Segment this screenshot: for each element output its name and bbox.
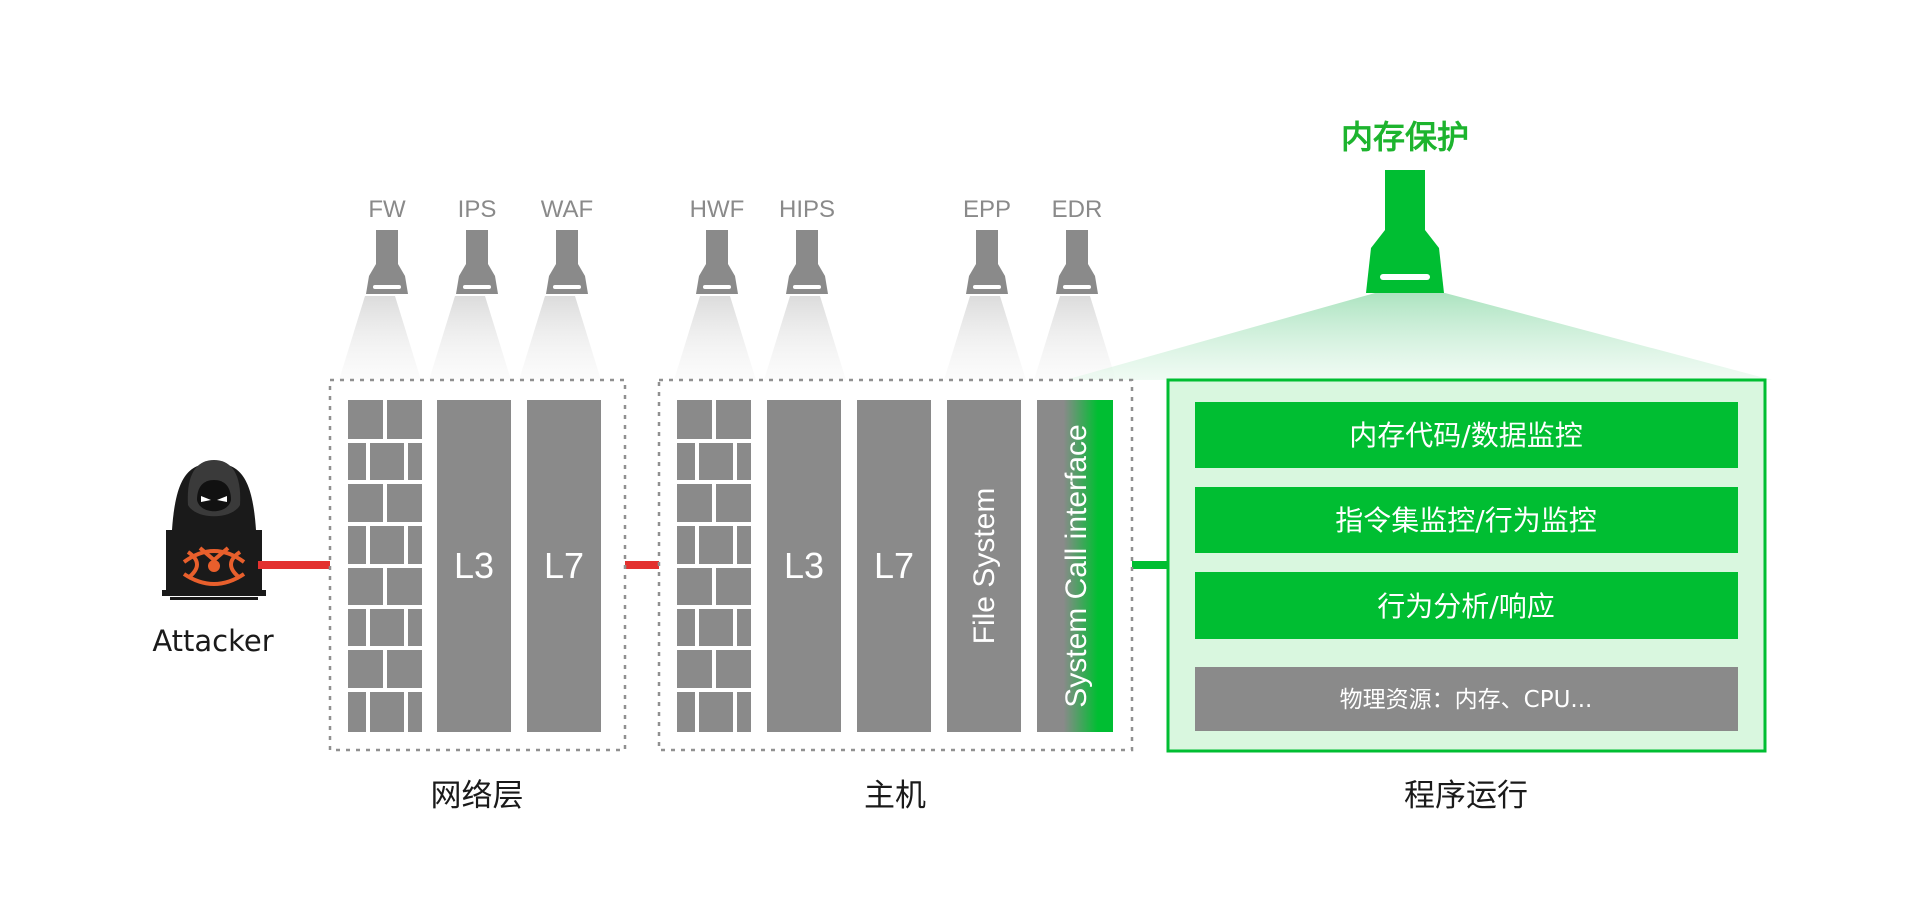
behavior-analysis-response-bar bbox=[1195, 572, 1738, 639]
brick-wall-icon bbox=[677, 400, 751, 732]
spotlights bbox=[366, 230, 1098, 294]
biohazard-icon bbox=[182, 546, 246, 586]
protection-link-line bbox=[1132, 561, 1168, 569]
network-l7-label: L7 bbox=[544, 545, 584, 586]
tool-label-edr: EDR bbox=[1052, 196, 1103, 223]
network-l3-block bbox=[437, 400, 511, 732]
memory-code-data-monitor-bar bbox=[1195, 402, 1738, 468]
attacker: Attacker bbox=[152, 460, 274, 658]
memory-protection-spotlight: 内存保护 bbox=[1341, 118, 1469, 293]
network-layer-label: 网络层 bbox=[431, 778, 524, 814]
spotlight-beams bbox=[339, 293, 1772, 380]
spotlight-icon bbox=[1366, 170, 1444, 293]
host-l3-label: L3 bbox=[784, 545, 824, 586]
attack-path-line bbox=[625, 561, 659, 569]
beam-hwf bbox=[674, 296, 756, 380]
tool-label-epp: EPP bbox=[963, 196, 1011, 223]
host-layer: L3 L7 File System System Call interface … bbox=[657, 378, 1134, 814]
network-l7-block bbox=[527, 400, 601, 732]
host-layer-frame bbox=[657, 378, 1134, 752]
spotlight-icon bbox=[966, 230, 1008, 294]
system-call-interface-block bbox=[1037, 400, 1113, 732]
beam-edr bbox=[1034, 296, 1116, 380]
spotlight-icon bbox=[696, 230, 738, 294]
connectors bbox=[258, 561, 1168, 569]
beam-epp bbox=[944, 296, 1026, 380]
beam-fw bbox=[339, 296, 421, 380]
attacker-label: Attacker bbox=[152, 624, 273, 658]
physical-resources-label: 物理资源：内存、CPU... bbox=[1340, 687, 1593, 713]
tool-label-ips: IPS bbox=[458, 196, 497, 223]
behavior-analysis-response-label: 行为分析/响应 bbox=[1377, 590, 1554, 623]
beam-memory-protection bbox=[1065, 293, 1772, 380]
memory-protection-label: 内存保护 bbox=[1341, 118, 1469, 156]
tool-labels: FW IPS WAF HWF HIPS EPP EDR bbox=[368, 196, 1102, 223]
host-l7-label: L7 bbox=[874, 545, 914, 586]
spotlight-icon bbox=[456, 230, 498, 294]
system-call-interface-label: System Call interface bbox=[1060, 424, 1093, 707]
hooded-hacker-laptop-icon bbox=[162, 460, 266, 600]
tool-label-hips: HIPS bbox=[779, 196, 835, 223]
instruction-behavior-monitor-label: 指令集监控/行为监控 bbox=[1335, 504, 1596, 537]
attack-path-line bbox=[258, 561, 330, 569]
file-system-label: File System bbox=[968, 488, 1001, 645]
host-l3-block bbox=[767, 400, 841, 732]
network-layer: L3 L7 网络层 bbox=[328, 378, 627, 814]
spotlight-icon bbox=[786, 230, 828, 294]
host-layer-label: 主机 bbox=[864, 778, 926, 814]
brick-wall-icon bbox=[348, 400, 422, 732]
file-system-block bbox=[947, 400, 1021, 732]
beam-hips bbox=[764, 296, 846, 380]
tool-label-fw: FW bbox=[368, 196, 406, 223]
network-layer-frame bbox=[328, 378, 627, 752]
network-l3-label: L3 bbox=[454, 545, 494, 586]
spotlight-icon bbox=[366, 230, 408, 294]
spotlight-icon bbox=[546, 230, 588, 294]
spotlight-icon bbox=[1056, 230, 1098, 294]
instruction-behavior-monitor-bar bbox=[1195, 487, 1738, 553]
tool-label-waf: WAF bbox=[541, 196, 593, 223]
physical-resources-bar bbox=[1195, 667, 1738, 731]
tool-label-hwf: HWF bbox=[690, 196, 745, 223]
program-runtime-layer: 内存代码/数据监控 指令集监控/行为监控 行为分析/响应 物理资源：内存、CPU… bbox=[1166, 378, 1767, 814]
program-runtime-label: 程序运行 bbox=[1404, 778, 1528, 814]
memory-code-data-monitor-label: 内存代码/数据监控 bbox=[1349, 419, 1582, 452]
host-l7-block bbox=[857, 400, 931, 732]
beam-ips bbox=[429, 296, 511, 380]
beam-waf bbox=[519, 296, 601, 380]
